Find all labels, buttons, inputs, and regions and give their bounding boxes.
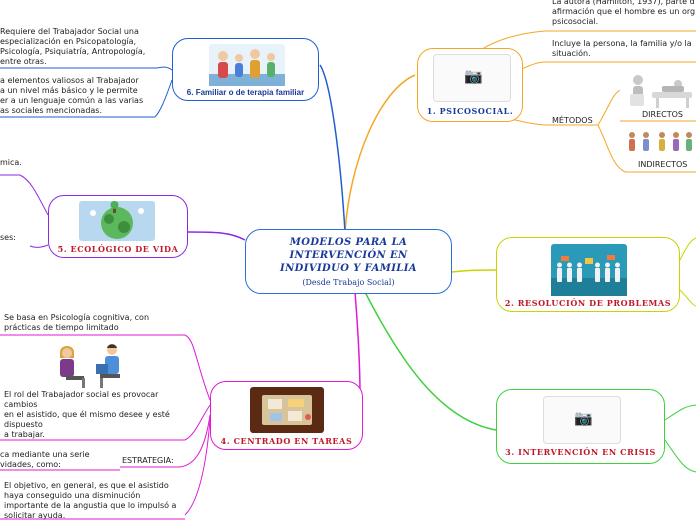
indirectos-illustration xyxy=(626,130,696,156)
familiar-illustration xyxy=(209,44,285,86)
ecologico-note-ses: ses: xyxy=(0,233,16,242)
tareas-title: 4. CENTRADO EN TAREAS xyxy=(220,436,353,446)
tareas-note-actividades: ca mediante una serie vidades, como: xyxy=(0,450,90,469)
tareas-illustration xyxy=(250,387,324,433)
directos-illustration xyxy=(626,70,696,110)
psicosocial-note-hamilton: La autora (Hamilton, 1937), parte d afir… xyxy=(552,0,696,26)
crisis-title: 3. INTERVENCIÓN EN CRISIS xyxy=(505,447,656,457)
central-topic-subtitle: (Desde Trabajo Social) xyxy=(302,278,395,287)
resolucion-illustration xyxy=(551,244,627,296)
camera-icon: 📷 xyxy=(464,67,483,85)
familiar-title: 6. Familiar o de terapia familiar xyxy=(186,88,305,97)
central-topic-title: MODELOS PARA LA INTERVENCIÓN EN INDIVIDU… xyxy=(280,237,417,274)
branch-centrado-tareas[interactable]: 4. CENTRADO EN TAREAS xyxy=(210,381,363,450)
ecologico-title: 5. ECOLÓGICO DE VIDA xyxy=(57,244,179,254)
camera-icon: 📷 xyxy=(574,409,593,427)
ecologico-illustration xyxy=(79,201,155,241)
resolucion-title: 2. RESOLUCIÓN DE PROBLEMAS xyxy=(504,298,672,308)
psicosocial-title: 1. PSICOSOCIAL. xyxy=(426,106,514,116)
branch-ecologico-vida[interactable]: 5. ECOLÓGICO DE VIDA xyxy=(48,195,188,258)
crisis-image-placeholder: 📷 xyxy=(543,396,621,444)
psicosocial-note-persona: Incluye la persona, la familia y/o la si… xyxy=(552,39,692,58)
familiar-note-elementos: a elementos valiosos al Trabajador a un … xyxy=(0,76,144,115)
familiar-note-requiere: Requiere del Trabajador Social una espec… xyxy=(0,27,146,66)
tareas-note-objetivo: El objetivo, en general, es que el asist… xyxy=(4,481,177,520)
tareas-illustration-people xyxy=(52,340,132,390)
branch-psicosocial[interactable]: 📷 1. PSICOSOCIAL. xyxy=(417,48,523,122)
psicosocial-image-placeholder: 📷 xyxy=(433,54,511,102)
estrategia-label: ESTRATEGIA: xyxy=(122,456,174,465)
central-topic[interactable]: MODELOS PARA LA INTERVENCIÓN EN INDIVIDU… xyxy=(245,229,452,294)
branch-familiar[interactable]: 6. Familiar o de terapia familiar xyxy=(172,38,319,101)
branch-resolucion-problemas[interactable]: 2. RESOLUCIÓN DE PROBLEMAS xyxy=(496,237,680,312)
ecologico-note-mica: mica. xyxy=(0,158,22,167)
metodos-label: MÉTODOS xyxy=(552,116,593,125)
directos-label: DIRECTOS xyxy=(642,110,683,119)
branch-intervencion-crisis[interactable]: 📷 3. INTERVENCIÓN EN CRISIS xyxy=(496,389,665,464)
tareas-note-rol: El rol del Trabajador social es provocar… xyxy=(4,390,170,439)
indirectos-label: INDIRECTOS xyxy=(638,160,688,169)
tareas-note-psicologia: Se basa en Psicología cognitiva, con prá… xyxy=(4,313,150,332)
